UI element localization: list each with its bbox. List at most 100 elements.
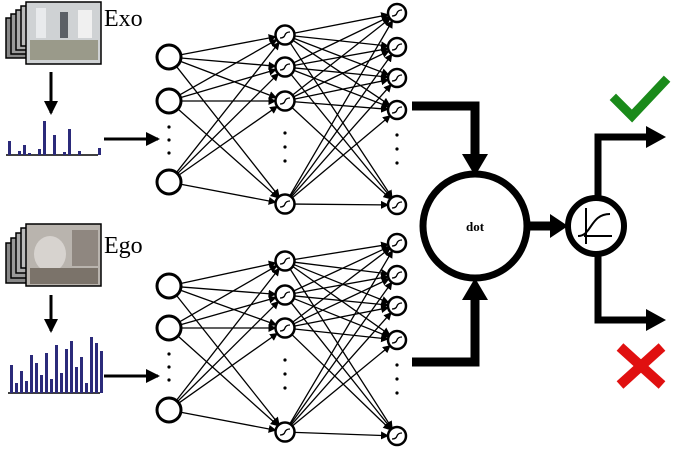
histogram-bar	[38, 149, 41, 155]
network-edge	[175, 267, 280, 401]
network-edge	[291, 115, 391, 199]
histogram-bar	[78, 151, 81, 155]
ellipsis-dot	[167, 365, 171, 369]
input-neuron	[155, 396, 183, 424]
activation-icon	[279, 291, 291, 299]
ellipsis-dot	[167, 378, 171, 382]
network-edge	[294, 261, 390, 277]
negative-output-arrowhead	[646, 309, 666, 331]
sigmoid-icon	[577, 208, 612, 244]
ellipsis-dot	[395, 391, 399, 395]
histogram-bar	[98, 148, 101, 155]
exo-video-frames	[5, 1, 102, 65]
network-edge	[180, 34, 277, 56]
input-neuron	[155, 168, 183, 196]
sigmoid-node	[565, 195, 627, 257]
network-edge	[290, 83, 392, 198]
histogram-bar	[43, 121, 46, 155]
ellipsis-dot	[283, 372, 287, 376]
network-edge	[293, 50, 390, 98]
activation-icon	[279, 97, 291, 105]
ellipsis-dot	[283, 159, 287, 163]
network-edge	[294, 12, 390, 34]
input-neuron	[155, 43, 183, 71]
histogram-bar	[8, 141, 11, 155]
network-edge	[180, 295, 277, 326]
histogram-bar	[60, 373, 63, 393]
network-edge	[293, 278, 390, 325]
network-edge	[179, 39, 278, 96]
ellipsis-dot	[167, 352, 171, 356]
network-edge	[180, 57, 277, 70]
network-edge	[179, 265, 278, 323]
histogram-bar	[45, 353, 48, 393]
activation-icon	[279, 428, 291, 436]
cross-icon	[616, 343, 666, 389]
histogram-bar	[20, 371, 23, 393]
network-edge	[294, 77, 390, 100]
activation-icon	[391, 271, 403, 279]
ellipsis-dot	[395, 133, 399, 137]
histogram-bar	[25, 381, 28, 393]
histogram-bar	[85, 383, 88, 393]
activation-icon	[279, 63, 291, 71]
ellipsis-dot	[283, 145, 287, 149]
network-edge	[289, 249, 393, 425]
histogram-bar	[55, 345, 58, 393]
ego-video-frames	[5, 223, 102, 287]
ellipsis-dot	[395, 161, 399, 165]
network-edge	[180, 289, 278, 327]
ego-to-dot-arrowhead	[462, 278, 488, 300]
network-edge	[291, 345, 391, 427]
histogram-bar	[53, 135, 56, 155]
network-edge	[289, 281, 393, 425]
activation-icon	[391, 432, 403, 440]
network-edge	[290, 73, 392, 199]
network-edge	[293, 246, 390, 292]
exo-label: Exo	[104, 6, 143, 32]
activation-icon	[391, 239, 403, 247]
network-edge	[292, 17, 391, 96]
network-edge	[294, 67, 390, 81]
histogram-bar	[90, 337, 93, 393]
activation-icon	[391, 302, 403, 310]
histogram-bar	[10, 365, 13, 393]
network-edge	[175, 66, 280, 198]
input-neuron	[155, 314, 183, 342]
checkmark-icon	[609, 75, 671, 123]
histogram-bar	[50, 379, 53, 393]
histogram-bar	[80, 357, 83, 393]
network-edge	[180, 67, 277, 99]
input-neuron	[155, 272, 183, 300]
ellipsis-dot	[283, 131, 287, 135]
input-neuron	[155, 87, 183, 115]
histogram-bar	[75, 367, 78, 393]
network-edge	[290, 311, 392, 426]
activation-icon	[391, 9, 403, 17]
network-edge	[180, 183, 277, 205]
activation-icon	[391, 43, 403, 51]
ego-histogram	[8, 337, 103, 394]
network-edge	[293, 69, 390, 108]
network-edge	[289, 19, 394, 197]
activation-icon	[391, 201, 403, 209]
network-edge	[177, 108, 279, 199]
histogram-bar	[28, 153, 31, 155]
histogram-bar	[100, 351, 103, 393]
network-edge	[293, 16, 390, 64]
dot-to-sigmoid-arrowhead	[550, 214, 568, 238]
dot-product-node	[419, 170, 531, 282]
network-edge	[180, 411, 277, 433]
network-edge	[289, 53, 393, 197]
network-edge	[178, 332, 279, 404]
ego-label: Ego	[104, 233, 143, 259]
network-edge	[294, 305, 390, 327]
activation-icon	[391, 74, 403, 82]
histogram-bar	[30, 355, 33, 393]
positive-output-arrowhead	[646, 126, 666, 148]
histogram-bar	[95, 343, 98, 393]
network-edge	[294, 101, 390, 113]
network-edge	[177, 335, 279, 427]
dot-label: dot	[466, 219, 485, 234]
